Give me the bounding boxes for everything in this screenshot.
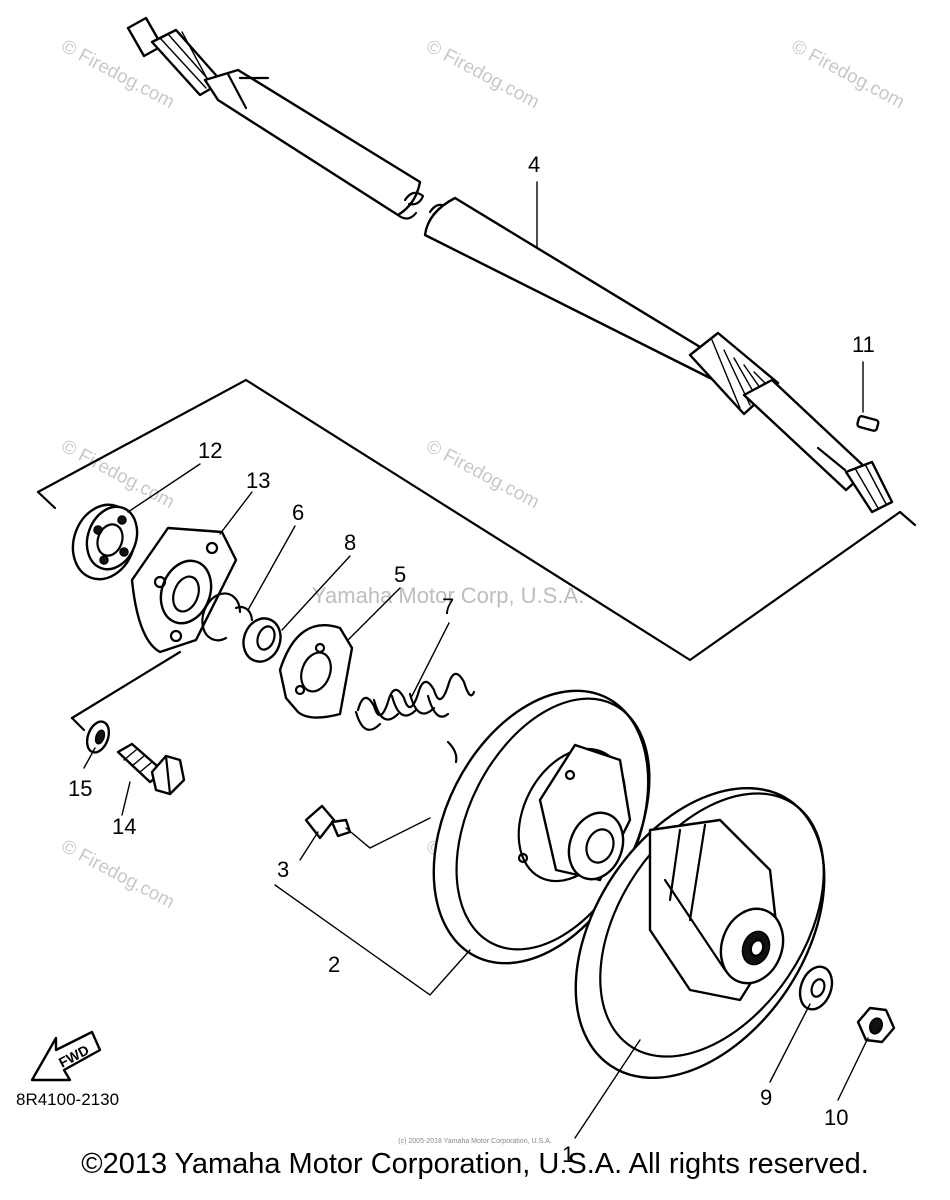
part-15-washer [85,720,111,754]
leader-3b [345,817,431,849]
callout-9: 9 [760,1085,772,1110]
leader-15 [83,747,96,769]
part-4-shaft [126,16,894,514]
tiny-copyright: (c) 2005-2018 Yamaha Motor Corporation, … [398,1138,552,1145]
callout-3: 3 [277,857,289,882]
leader-7 [411,622,450,697]
watermark-top-right: © Firedog.com [788,36,908,113]
callout-11: 11 [852,332,875,357]
footer-copyright: ©2013 Yamaha Motor Corporation, U.S.A. A… [81,1148,869,1180]
leader-9 [769,1003,811,1083]
part-2-sheave [432,689,651,965]
watermark-top-center: © Firedog.com [423,36,543,113]
leader-13 [219,491,253,535]
leader-3 [299,831,319,861]
part-6-circlip [201,592,254,642]
callout-6: 6 [292,500,304,525]
callout-numbers: 4 11 12 13 6 8 5 7 15 14 3 2 1 9 10 [68,152,875,1167]
part-1-sheave [574,786,826,1080]
part-14-bolt [116,742,186,796]
callout-1: 1 [562,1142,574,1167]
part-3-pin [304,804,352,840]
part-11-key [856,415,880,432]
callout-2: 2 [328,952,340,977]
leader-lines [83,181,869,1139]
callout-4: 4 [528,152,540,177]
watermark-low-left: © Firedog.com [58,836,178,913]
leader-12 [127,463,201,513]
callout-5: 5 [394,562,406,587]
callout-8: 8 [344,530,356,555]
callout-15: 15 [68,776,92,801]
part-13-plate [130,526,238,654]
leader-1 [574,1039,641,1139]
leader-6 [247,525,296,611]
watermark-mid-left: © Firedog.com [58,436,178,513]
part-7-spring [354,672,476,764]
leader-14 [121,781,131,816]
leader-8 [281,555,351,631]
callout-7: 7 [442,594,454,619]
callout-12: 12 [198,438,222,463]
part-5-cam [278,624,354,719]
part-12-bearing [71,503,139,581]
part-9-washer [798,965,834,1011]
callout-13: 13 [246,468,270,493]
watermark-center: Yamaha Motor Corp, U.S.A. [312,583,584,608]
fwd-arrow: FWD [30,1030,102,1082]
callout-14: 14 [112,814,136,839]
leader-5 [347,587,401,641]
callout-10: 10 [824,1105,848,1130]
part-10-nut [856,1006,896,1044]
assembly-bracket [36,378,917,732]
leader-2 [274,884,471,996]
diagram-reference-code: 8R4100-2130 [16,1090,120,1109]
leader-10 [837,1037,869,1101]
part-8-collar [242,617,282,663]
